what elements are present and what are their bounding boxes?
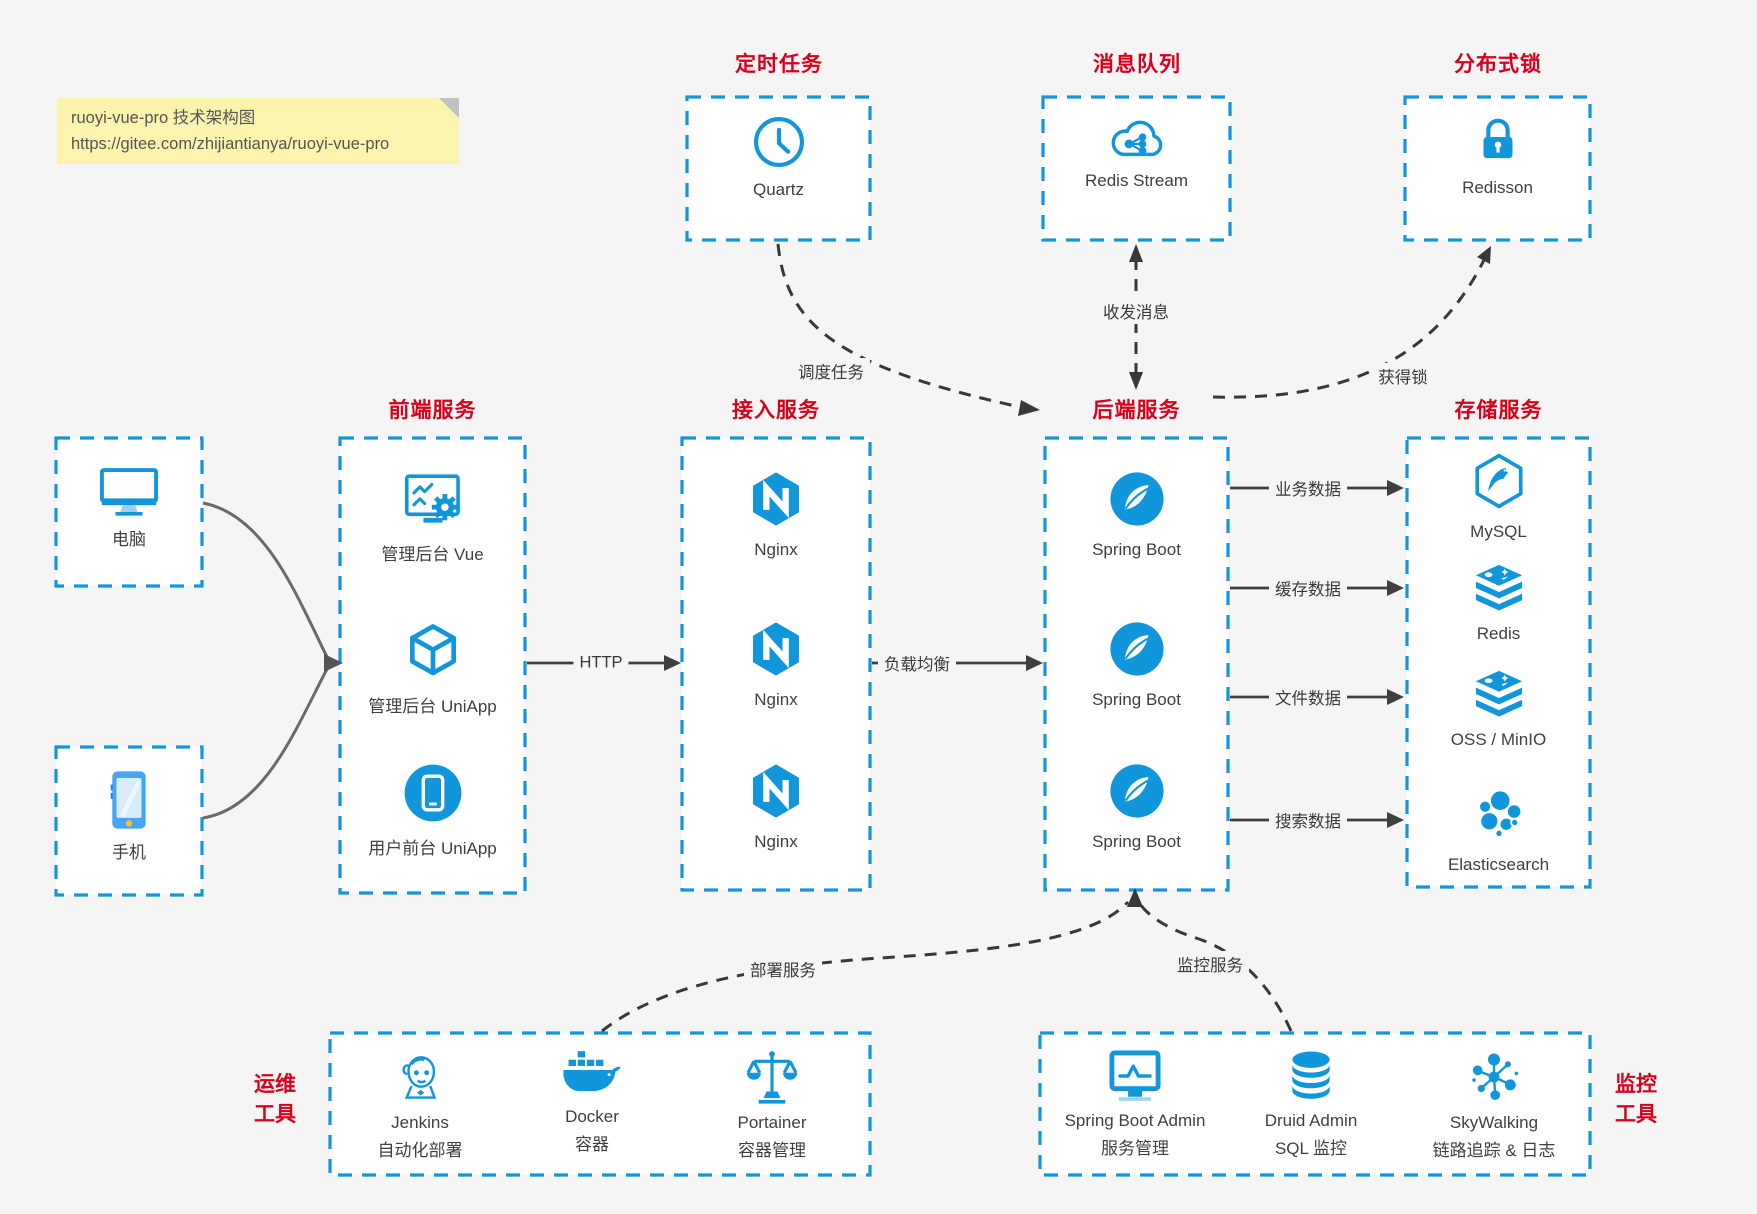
node-label: Nginx [754, 540, 798, 559]
redis-stream-node: Redis Stream [1043, 97, 1230, 240]
spring-icon [1108, 620, 1166, 678]
edge-label-monitor: 监控服务 [1171, 951, 1249, 977]
edge-label-message: 收发消息 [1097, 298, 1175, 324]
portainer-icon [743, 1048, 801, 1106]
mobile-client-node: 手机 [56, 747, 202, 895]
edge-label-cache-data: 缓存数据 [1269, 575, 1347, 601]
node-label: Jenkins [391, 1113, 449, 1132]
sba-icon [1105, 1048, 1165, 1104]
node-label: Spring Boot Admin [1064, 1111, 1206, 1130]
edge-label-file-data: 文件数据 [1269, 684, 1347, 710]
elasticsearch-icon [1470, 785, 1528, 843]
pc-client-node: 电脑 [56, 438, 202, 586]
access-column: Nginx Nginx Nginx [682, 438, 870, 890]
redisson-node: Redisson [1405, 97, 1590, 240]
node-label: Portainer [737, 1113, 807, 1132]
nginx-icon [747, 470, 805, 528]
node-sublabel: 自动化部署 [377, 1141, 463, 1160]
group-title-message-queue: 消息队列 [1093, 53, 1181, 76]
spring-icon [1108, 470, 1166, 528]
node-label: Spring Boot [1092, 832, 1181, 851]
cloud-share-icon [1105, 113, 1169, 165]
layers-icon [1469, 562, 1529, 614]
note-fold-corner [439, 98, 459, 118]
cube-icon [402, 620, 464, 682]
desktop-icon [97, 463, 161, 519]
ops-tools-group: Jenkins 自动化部署 Docker 容器 [330, 1033, 870, 1175]
lock-icon [1469, 111, 1527, 169]
group-title-distributed-lock: 分布式锁 [1454, 53, 1542, 76]
nginx-icon [747, 762, 805, 820]
edge-label-deploy: 部署服务 [744, 956, 822, 982]
node-label: Spring Boot [1092, 690, 1181, 709]
node-label: Redis [1476, 624, 1521, 643]
node-sublabel: 服务管理 [1101, 1139, 1169, 1158]
edge-label-business-data: 业务数据 [1269, 475, 1347, 501]
node-label: 用户前台 UniApp [368, 839, 497, 858]
layers-icon [1469, 668, 1529, 720]
monitoring-tools-group: Spring Boot Admin 服务管理 Druid Admin SQL 监… [1040, 1033, 1590, 1175]
node-label: Redis Stream [1085, 171, 1188, 190]
docker-icon [560, 1048, 624, 1100]
edge-label-http: HTTP [573, 652, 629, 674]
node-sublabel: 容器管理 [738, 1141, 806, 1160]
sticky-note: ruoyi-vue-pro 技术架构图 https://gitee.com/zh… [57, 98, 459, 164]
node-label: Redisson [1462, 178, 1533, 197]
node-label: MySQL [1470, 522, 1527, 541]
edge-label-search-data: 搜索数据 [1269, 807, 1347, 833]
node-label: Spring Boot [1092, 540, 1181, 559]
node-sublabel: 链路追踪 & 日志 [1432, 1141, 1556, 1160]
group-title-monitoring-tools: 监控 工具 [1615, 1073, 1657, 1126]
note-url: https://gitee.com/zhijiantianya/ruoyi-vu… [71, 135, 390, 153]
backend-column: Spring Boot Spring Boot Spring Boot [1045, 438, 1228, 890]
node-label: 手机 [112, 843, 146, 862]
node-sublabel: 容器 [575, 1135, 609, 1154]
clock-icon [750, 113, 808, 171]
group-title-access: 接入服务 [732, 399, 820, 422]
edge-label-load-balance: 负载均衡 [878, 650, 956, 676]
frontend-column: 管理后台 Vue 管理后台 UniApp 用户前台 UniApp [340, 438, 525, 893]
node-label: Nginx [754, 832, 798, 851]
node-label: Druid Admin [1264, 1111, 1358, 1130]
node-label: OSS / MinIO [1450, 730, 1547, 749]
group-title-scheduled-jobs: 定时任务 [735, 53, 823, 76]
edge-label-schedule: 调度任务 [792, 358, 870, 384]
note-title: ruoyi-vue-pro 技术架构图 [71, 109, 256, 127]
group-title-frontend: 前端服务 [388, 399, 477, 422]
node-label: Nginx [754, 690, 798, 709]
mysql-icon [1470, 452, 1528, 510]
node-label: SkyWalking [1449, 1113, 1539, 1132]
nginx-icon [747, 620, 805, 678]
node-label: 管理后台 Vue [381, 545, 484, 564]
skywalking-icon [1465, 1048, 1523, 1106]
jenkins-icon [391, 1048, 449, 1106]
group-title-backend: 后端服务 [1092, 399, 1181, 422]
storage-column: MySQL Redis [1407, 438, 1590, 887]
smartphone-icon [103, 769, 155, 831]
group-title-ops-tools: 运维 工具 [254, 1073, 296, 1126]
edge-label-lock: 获得锁 [1372, 363, 1434, 389]
node-sublabel: SQL 监控 [1274, 1139, 1348, 1158]
node-label: Elasticsearch [1447, 855, 1550, 874]
node-label: Docker [565, 1107, 619, 1126]
group-title-storage: 存储服务 [1454, 399, 1543, 422]
node-label: 管理后台 UniApp [368, 697, 497, 716]
phone-circle-icon [402, 762, 464, 824]
quartz-node: Quartz [687, 97, 870, 240]
admin-vue-icon [402, 470, 464, 530]
spring-icon [1108, 762, 1166, 820]
node-label: 电脑 [112, 530, 146, 549]
druid-icon [1282, 1048, 1340, 1104]
node-label: Quartz [752, 180, 805, 199]
